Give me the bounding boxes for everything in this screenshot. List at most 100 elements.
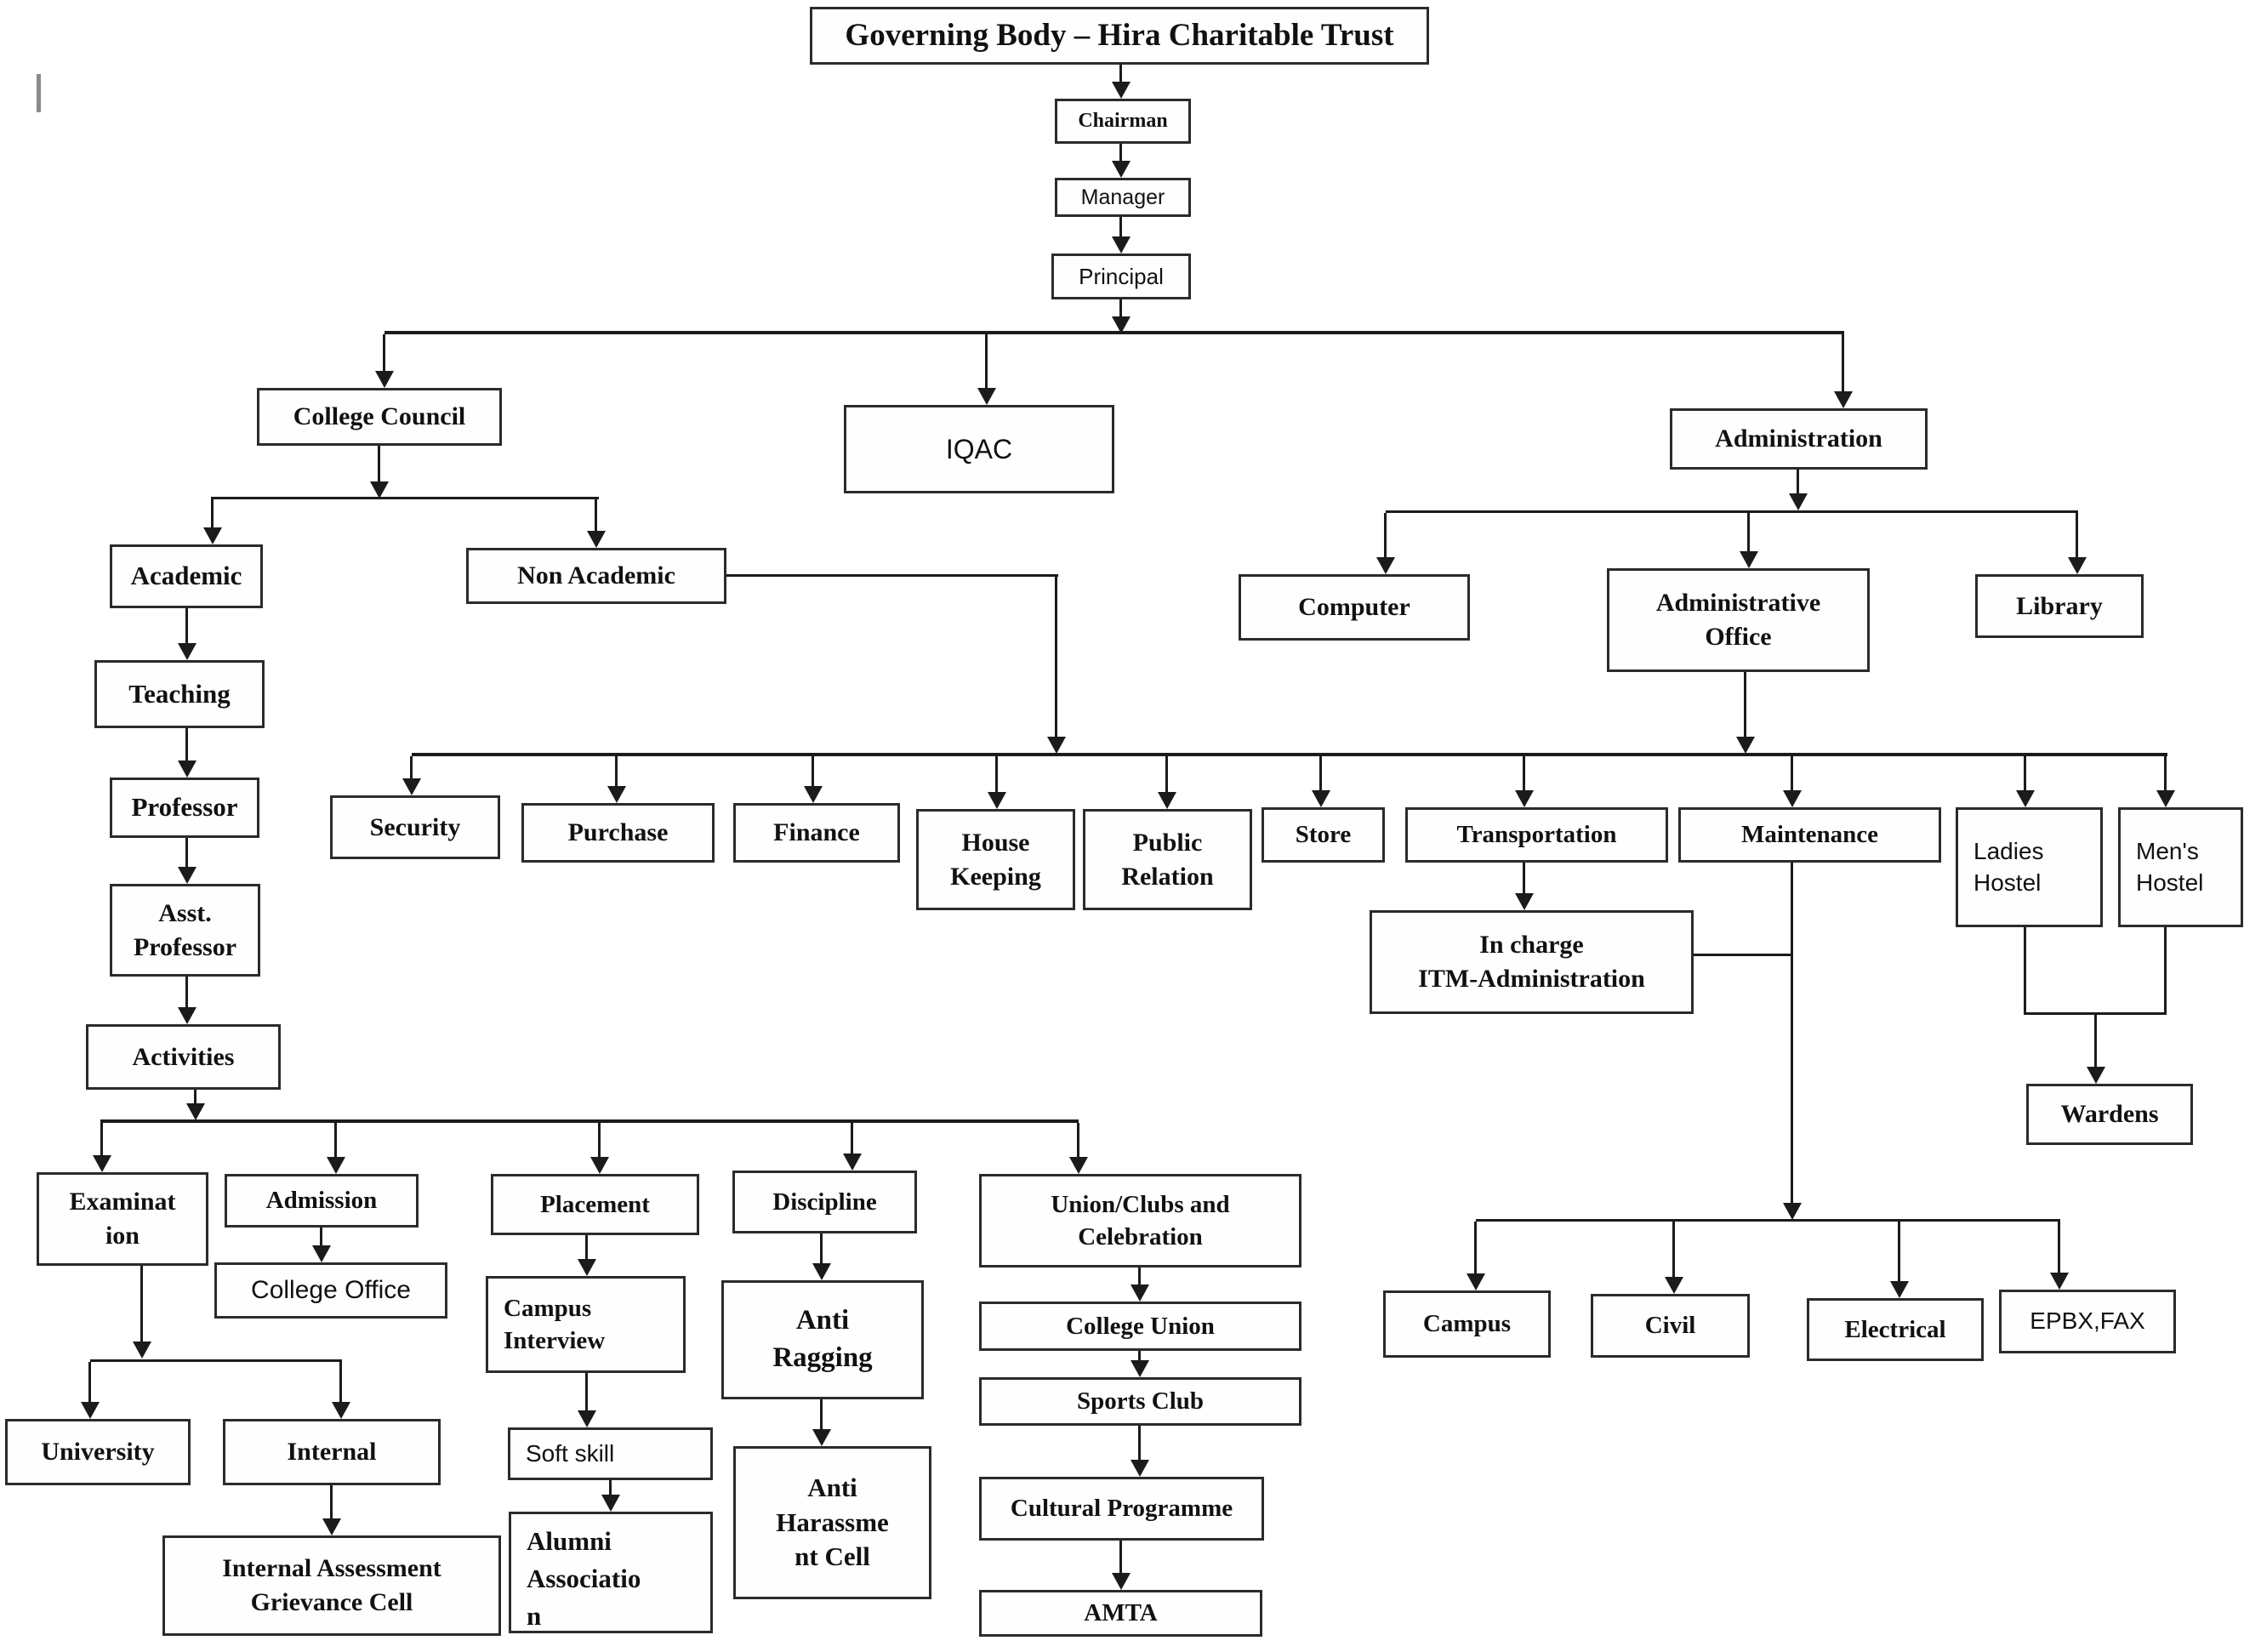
connector-line: [211, 497, 599, 499]
connector-line: [2094, 1015, 2097, 1068]
connector-line: [2076, 513, 2078, 559]
arrow-down-icon: [1375, 557, 1395, 574]
arrow-down-icon: [2086, 1067, 2105, 1084]
arrow-down-icon: [1046, 737, 1066, 754]
connector-line: [100, 1123, 103, 1157]
node-governing-body: Governing Body – Hira Charitable Trust: [810, 7, 1429, 65]
node-manager: Manager: [1055, 178, 1191, 217]
arrow-down-icon: [1311, 790, 1330, 807]
arrow-down-icon: [1111, 1573, 1131, 1590]
connector-line: [1797, 470, 1799, 495]
connector-line: [1791, 863, 1793, 1204]
arrow-down-icon: [803, 786, 823, 803]
node-wardens: Wardens: [2026, 1084, 2193, 1145]
arrow-down-icon: [2049, 1273, 2069, 1290]
connector-line: [585, 1373, 588, 1412]
arrow-down-icon: [1664, 1277, 1683, 1294]
node-internal-assessment-grievance-cell: Internal Assessment Grievance Cell: [162, 1535, 501, 1636]
connector-line: [609, 1480, 612, 1496]
connector-line: [88, 1362, 91, 1404]
connector-line: [820, 1399, 823, 1431]
connector-line: [1694, 954, 1793, 956]
connector-line: [1386, 510, 2078, 513]
connector-line: [194, 1090, 196, 1105]
node-principal: Principal: [1051, 253, 1191, 299]
arrow-down-icon: [1788, 493, 1808, 510]
arrow-down-icon: [177, 760, 196, 778]
node-campus: Campus: [1383, 1290, 1551, 1358]
arrow-down-icon: [2015, 790, 2035, 807]
connector-line: [100, 1119, 1079, 1123]
connector-line: [1165, 756, 1168, 794]
node-finance: Finance: [733, 803, 900, 863]
node-sports-club: Sports Club: [979, 1377, 1301, 1426]
node-soft-skill: Soft skill: [508, 1427, 713, 1480]
arrow-down-icon: [1889, 1281, 1909, 1298]
connector-line: [410, 756, 413, 780]
arrow-down-icon: [1739, 551, 1758, 568]
arrow-down-icon: [586, 531, 606, 548]
node-placement: Placement: [491, 1174, 699, 1235]
arrow-down-icon: [326, 1157, 345, 1174]
connector-line: [339, 1362, 342, 1404]
node-purchase: Purchase: [521, 803, 715, 863]
arrow-down-icon: [311, 1245, 331, 1262]
arrow-down-icon: [331, 1402, 350, 1419]
arrow-down-icon: [1111, 316, 1131, 333]
connector-line: [1747, 513, 1750, 553]
arrow-down-icon: [1157, 792, 1176, 809]
node-admission: Admission: [225, 1174, 419, 1228]
arrow-down-icon: [812, 1263, 831, 1280]
arrow-down-icon: [2156, 790, 2175, 807]
arrow-down-icon: [177, 867, 196, 884]
node-alumni-association: Alumni Associatio n: [509, 1512, 713, 1633]
scan-artifact: [37, 74, 41, 112]
connector-line: [598, 1123, 601, 1159]
node-library: Library: [1975, 574, 2144, 638]
arrow-down-icon: [177, 643, 196, 660]
node-security: Security: [330, 795, 500, 859]
node-professor: Professor: [110, 778, 259, 838]
connector-line: [1055, 574, 1057, 738]
connector-line: [585, 1235, 588, 1261]
connector-line: [185, 838, 188, 869]
arrow-down-icon: [589, 1157, 609, 1174]
connector-line: [812, 756, 814, 788]
connector-line: [1476, 1219, 2060, 1222]
arrow-down-icon: [1130, 1285, 1149, 1302]
connector-line: [412, 753, 2167, 756]
node-in-charge-itm-administration: In charge ITM-Administration: [1370, 910, 1694, 1014]
arrow-down-icon: [1782, 1203, 1802, 1220]
connector-line: [2058, 1222, 2060, 1274]
arrow-down-icon: [374, 371, 394, 388]
node-union-clubs-celebration: Union/Clubs and Celebration: [979, 1174, 1301, 1267]
arrow-down-icon: [1111, 82, 1131, 99]
arrow-down-icon: [1111, 161, 1131, 178]
connector-line: [595, 499, 597, 533]
node-house-keeping: House Keeping: [916, 809, 1075, 910]
node-college-office: College Office: [214, 1262, 447, 1319]
arrow-down-icon: [1130, 1460, 1149, 1477]
arrow-down-icon: [1068, 1157, 1088, 1174]
arrow-down-icon: [607, 786, 626, 803]
node-non-academic: Non Academic: [466, 548, 726, 604]
connector-line: [1791, 756, 1793, 792]
connector-line: [334, 1123, 337, 1159]
node-asst-professor: Asst. Professor: [110, 884, 260, 977]
arrow-down-icon: [1514, 790, 1534, 807]
connector-line: [90, 1359, 342, 1362]
connector-line: [1384, 513, 1387, 559]
node-anti-ragging: Anti Ragging: [721, 1280, 924, 1399]
node-cultural-programme: Cultural Programme: [979, 1477, 1264, 1541]
node-academic: Academic: [110, 544, 263, 608]
connector-line: [211, 499, 214, 530]
connector-line: [2024, 756, 2026, 792]
arrow-down-icon: [812, 1429, 831, 1446]
connector-line: [615, 756, 618, 788]
arrow-down-icon: [1111, 236, 1131, 253]
node-administration: Administration: [1670, 408, 1928, 470]
connector-line: [1138, 1426, 1141, 1461]
connector-line: [1119, 299, 1122, 320]
arrow-down-icon: [2067, 557, 2087, 574]
arrow-down-icon: [202, 527, 222, 544]
